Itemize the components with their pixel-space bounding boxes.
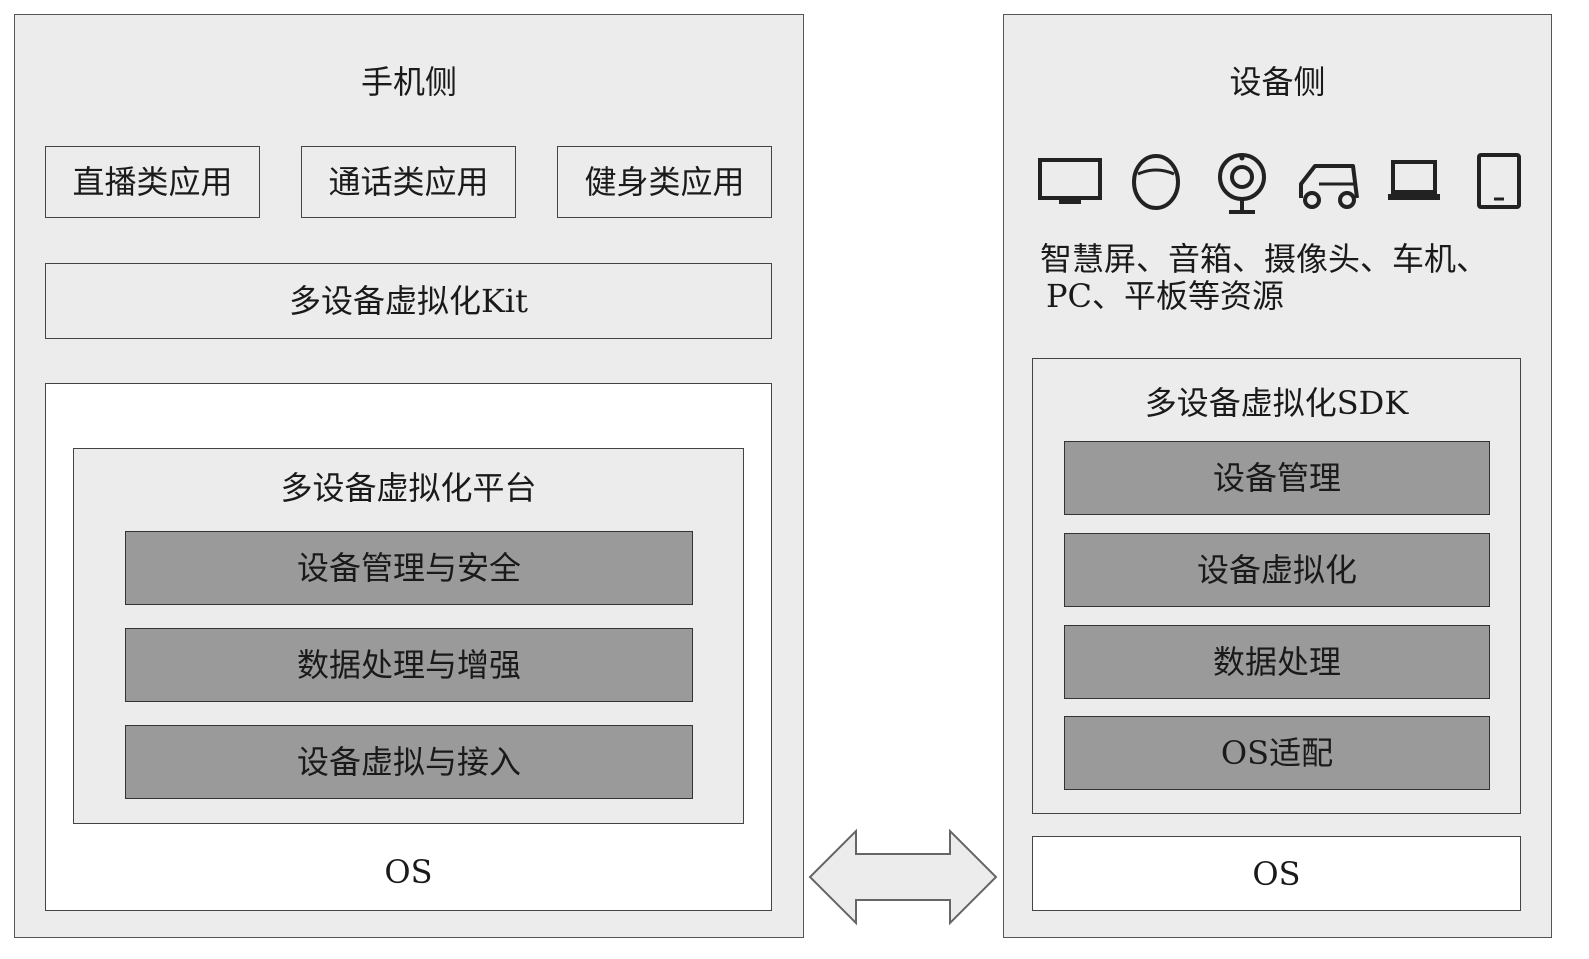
app-box-call: 通话类应用 xyxy=(301,146,516,218)
speaker-icon xyxy=(1130,152,1182,212)
device-os-label: OS xyxy=(1252,854,1301,893)
app-box-label: 健身类应用 xyxy=(584,163,745,201)
phone-side-title: 手机侧 xyxy=(360,63,457,101)
virtualization-kit-label: 多设备虚拟化Kit xyxy=(288,282,528,320)
virtualization-platform-title: 多设备虚拟化平台 xyxy=(280,469,537,507)
sdk-module-label: 数据处理 xyxy=(1212,643,1341,681)
platform-module-label: 设备虚拟与接入 xyxy=(296,743,521,781)
device-resources-line-2: PC、平板等资源 xyxy=(1046,277,1285,315)
virtualization-kit-box: 多设备虚拟化Kit xyxy=(45,263,772,339)
car-icon xyxy=(1297,158,1361,210)
virtualization-sdk-title: 多设备虚拟化SDK xyxy=(1144,384,1409,422)
sdk-module-label: OS适配 xyxy=(1220,734,1334,772)
app-box-label: 通话类应用 xyxy=(328,163,489,201)
device-resources-line-1: 智慧屏、音箱、摄像头、车机、 xyxy=(1040,240,1489,278)
sdk-module-virtualization: 设备虚拟化 xyxy=(1064,533,1490,607)
double-arrow-icon xyxy=(808,828,998,926)
sdk-module-os-adaptation: OS适配 xyxy=(1064,716,1490,790)
platform-module-label: 数据处理与增强 xyxy=(296,646,521,684)
sdk-module-label: 设备管理 xyxy=(1212,459,1341,497)
platform-module-device-mgmt: 设备管理与安全 xyxy=(125,531,693,605)
device-os-box: OS xyxy=(1032,836,1521,911)
platform-module-data-processing: 数据处理与增强 xyxy=(125,628,693,702)
sdk-module-label: 设备虚拟化 xyxy=(1196,551,1357,589)
device-side-title: 设备侧 xyxy=(1229,63,1326,101)
app-box-label: 直播类应用 xyxy=(72,163,233,201)
sdk-module-device-mgmt: 设备管理 xyxy=(1064,441,1490,515)
platform-module-label: 设备管理与安全 xyxy=(296,549,521,587)
sdk-module-data-processing: 数据处理 xyxy=(1064,625,1490,699)
platform-module-device-access: 设备虚拟与接入 xyxy=(125,725,693,799)
laptop-icon xyxy=(1387,158,1441,204)
app-box-live: 直播类应用 xyxy=(45,146,260,218)
tablet-icon xyxy=(1476,152,1522,210)
app-box-fitness: 健身类应用 xyxy=(557,146,772,218)
phone-os-label: OS xyxy=(384,853,433,891)
tv-icon xyxy=(1037,156,1103,206)
camera-icon xyxy=(1214,150,1270,216)
